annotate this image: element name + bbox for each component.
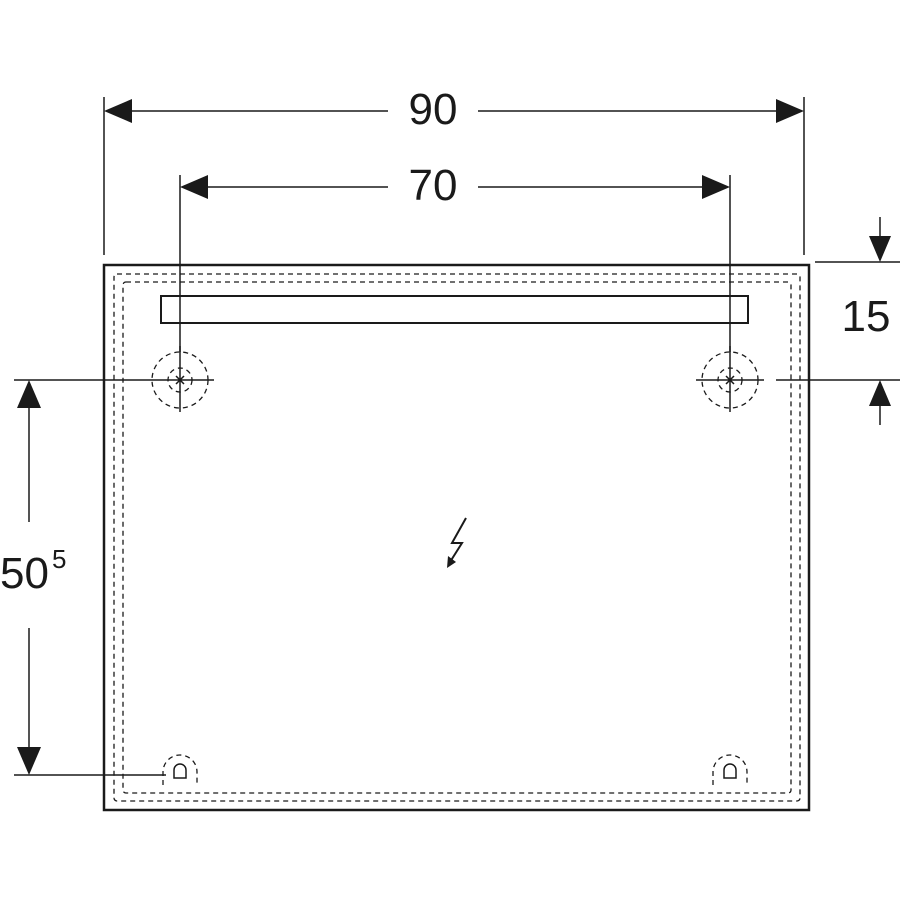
total-width-label: 90 [409,85,458,134]
inner-dashed-frame-inner [122,281,792,794]
vertical-spacing-main: 50 [0,549,49,598]
inner-dashed-frame-outer [113,273,801,802]
top-offset-label: 15 [842,292,891,341]
bottom-slot-left [162,754,198,785]
lightning-bolt-icon [447,517,467,568]
bottom-slot-right [712,754,748,785]
light-strip [160,295,749,324]
mounting-hole-right [696,346,764,412]
dimension-hole-spacing: 70 [179,161,731,352]
dimension-vertical-spacing: 50 5 [0,379,166,776]
mounting-hole-left [146,346,214,412]
hole-spacing-label: 70 [409,161,458,210]
dimension-total-width: 90 [103,85,805,255]
mirror-outline [102,263,811,812]
vertical-spacing-label: 50 [0,549,49,598]
vertical-spacing-superscript: 5 [52,544,66,574]
dimension-top-offset: 15 [776,217,900,425]
